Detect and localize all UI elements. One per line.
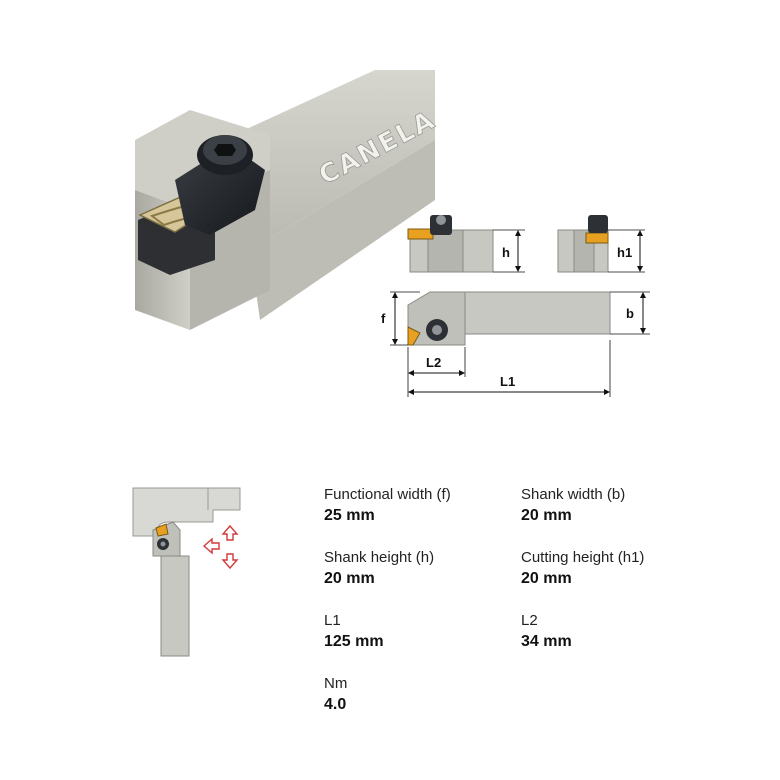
spec-label: Cutting height (h1) [521,549,645,566]
dim-label-L1: L1 [500,374,515,389]
spec-label: Nm [324,675,348,692]
spec-value: 34 mm [521,633,572,650]
spec-value: 4.0 [324,696,347,713]
spec-functional-width: Functional width (f) 25 mm [324,486,451,525]
spec-l1: L1 125 mm [324,612,384,651]
dim-label-f: f [381,311,386,326]
spec-value: 20 mm [521,507,572,524]
spec-value: 20 mm [521,570,572,587]
spec-shank-height: Shank height (h) 20 mm [324,549,434,588]
spec-shank-width: Shank width (b) 20 mm [521,486,625,525]
dim-label-h: h [502,245,510,260]
dim-label-h1: h1 [617,245,632,260]
spec-label: Shank width (b) [521,486,626,503]
spec-value: 25 mm [324,507,375,524]
feed-direction-arrows [202,524,239,570]
application-diagram [132,487,241,657]
dimension-drawing: h h1 f b [381,215,650,397]
spec-label: Shank height (h) [324,549,435,566]
spec-label: Functional width (f) [324,486,451,503]
product-photo: CANELA [135,70,440,330]
dim-label-b: b [626,306,634,321]
dim-label-L2: L2 [426,355,441,370]
spec-l2: L2 34 mm [521,612,572,651]
spec-nm: Nm 4.0 [324,675,347,714]
spec-label: L2 [521,612,538,629]
top-view: f b L2 L1 [381,291,650,397]
spec-label: L1 [324,612,341,629]
spec-value: 20 mm [324,570,375,587]
spec-value: 125 mm [324,633,384,650]
end-view-h: h [407,215,525,273]
spec-cutting-height: Cutting height (h1) 20 mm [521,549,644,588]
end-view-h1: h1 [557,215,645,273]
